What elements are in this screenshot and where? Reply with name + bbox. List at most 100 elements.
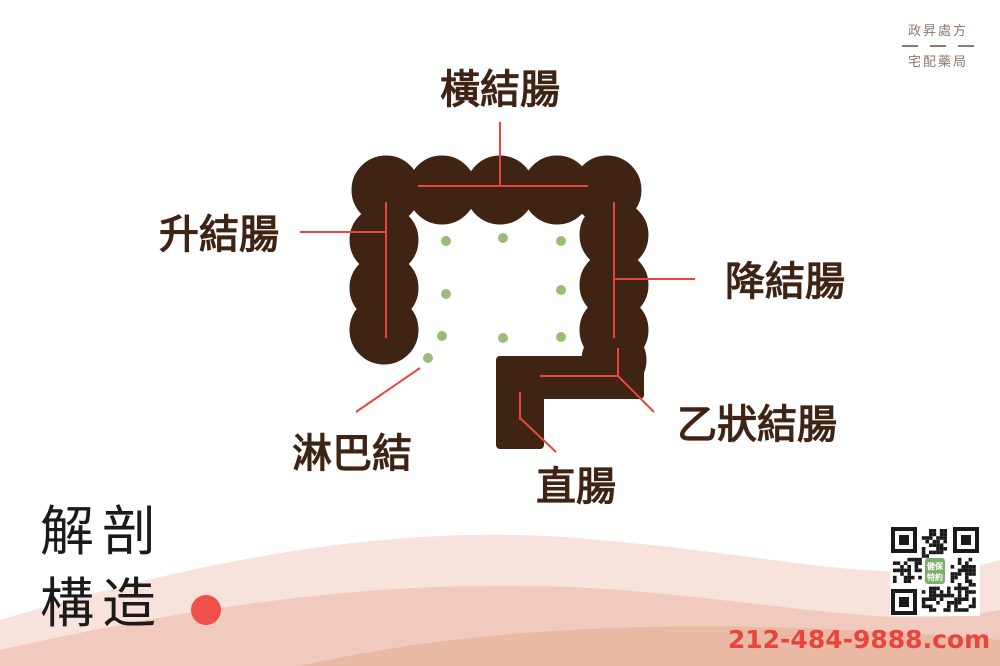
wave-dark (300, 626, 1000, 666)
qr-module (929, 593, 933, 598)
qr-module (936, 539, 940, 544)
qr-module (954, 572, 958, 576)
qr-module (925, 539, 929, 544)
brand-logo: 政昇處方 宅配藥局 (902, 23, 974, 70)
qr-finder (891, 527, 917, 553)
lymph-nodes (423, 233, 566, 363)
qr-module (950, 565, 955, 569)
qr-module (929, 543, 933, 547)
qr-module (961, 568, 965, 573)
qr-module (954, 586, 958, 591)
qr-module (925, 536, 929, 540)
lymph-node-dot (437, 331, 447, 341)
qr-module (957, 597, 962, 601)
colon-shape (349, 155, 649, 449)
qr-module (921, 550, 926, 555)
qr-module (968, 579, 973, 583)
qr-module (950, 572, 955, 576)
qr-module (965, 575, 969, 580)
qr-module (947, 593, 951, 598)
qr-module (950, 601, 955, 605)
qr-module (968, 590, 973, 594)
sigmoid-segment (496, 356, 644, 449)
qr-module (907, 579, 911, 583)
qr-module (893, 561, 897, 565)
label-ascending-colon: 升結腸 (159, 212, 279, 258)
qr-module (929, 536, 933, 540)
qr-finder-core (899, 597, 909, 607)
qr-module (896, 568, 901, 573)
qr-module (932, 597, 937, 601)
qr-module (907, 557, 911, 562)
qr-module (954, 597, 958, 601)
qr-module (954, 604, 958, 609)
qr-module (972, 572, 976, 576)
qr-module (954, 608, 958, 612)
qr-module (972, 604, 976, 609)
qr-module (921, 547, 926, 551)
qr-module (921, 601, 926, 605)
qr-module (965, 561, 969, 565)
qr-module (947, 601, 951, 605)
qr-module (968, 604, 973, 609)
pointer-lines (300, 122, 695, 453)
qr-module (936, 550, 940, 555)
qr-finder-core (899, 535, 909, 545)
qr-module (903, 561, 908, 565)
qr-module (943, 539, 947, 544)
qr-module (943, 547, 947, 551)
qr-module (961, 597, 965, 601)
qr-module (914, 568, 919, 573)
qr-module (939, 593, 944, 598)
qr-module (957, 572, 962, 576)
qr-module (947, 586, 951, 591)
qr-module (932, 550, 937, 555)
qr-module (893, 575, 897, 580)
qr-module (957, 601, 962, 605)
qr-module (965, 579, 969, 583)
qr-module (918, 575, 922, 580)
qr-module (950, 593, 955, 598)
qr-module (943, 529, 947, 533)
qr-module (929, 529, 933, 533)
qr-module (972, 565, 976, 569)
qr-module (957, 608, 962, 612)
qr-module (965, 586, 969, 591)
qr-module (907, 572, 911, 576)
qr-module (968, 568, 973, 573)
qr-module (932, 586, 937, 591)
qr-module (900, 568, 904, 573)
qr-finder (891, 589, 917, 615)
qr-module (968, 557, 973, 562)
qr-module (914, 557, 919, 562)
qr-module (939, 543, 944, 547)
qr-module (932, 593, 937, 598)
qr-module (972, 583, 976, 587)
qr-module (932, 529, 937, 533)
label-lymph-node: 淋巴結 (292, 431, 412, 477)
qr-module (921, 597, 926, 601)
qr-module (968, 583, 973, 587)
qr-module (936, 586, 940, 591)
qr-module (943, 593, 947, 598)
qr-module (961, 565, 965, 569)
lymph-node-dot (556, 236, 566, 246)
lymph-node-dot (556, 285, 566, 295)
ascending-haustra (349, 295, 419, 365)
qr-module (925, 597, 929, 601)
qr-module (929, 597, 933, 601)
contact-phone[interactable]: 212-484-9888.com (728, 625, 990, 654)
qr-module (943, 608, 947, 612)
qr-module (965, 565, 969, 569)
qr-module (914, 561, 919, 565)
qr-module (911, 575, 915, 580)
qr-module (957, 568, 962, 573)
qr-module (903, 575, 908, 580)
lymph-node-dot (441, 236, 451, 246)
qr-module (939, 536, 944, 540)
qr-module (921, 590, 926, 594)
qr-module (957, 586, 962, 591)
qr-module (950, 579, 955, 583)
qr-module (907, 565, 911, 569)
